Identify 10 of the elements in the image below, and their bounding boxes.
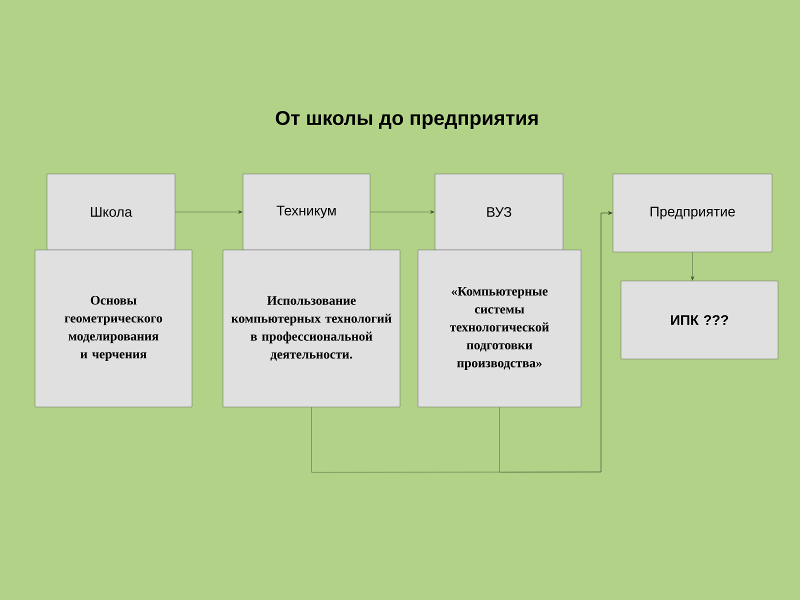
arrow — [175, 210, 242, 214]
stage-box: Предприятие — [612, 174, 772, 252]
stage-box: ИПК ??? — [620, 280, 778, 360]
stage-box: Школа — [46, 174, 176, 250]
title: От школы до предприятия — [276, 110, 538, 130]
stage-box: ВУЗ — [434, 174, 564, 250]
stage-box: Техникум — [242, 174, 370, 250]
arrow — [690, 252, 694, 280]
arrow — [370, 210, 434, 214]
arrow — [499, 211, 612, 472]
